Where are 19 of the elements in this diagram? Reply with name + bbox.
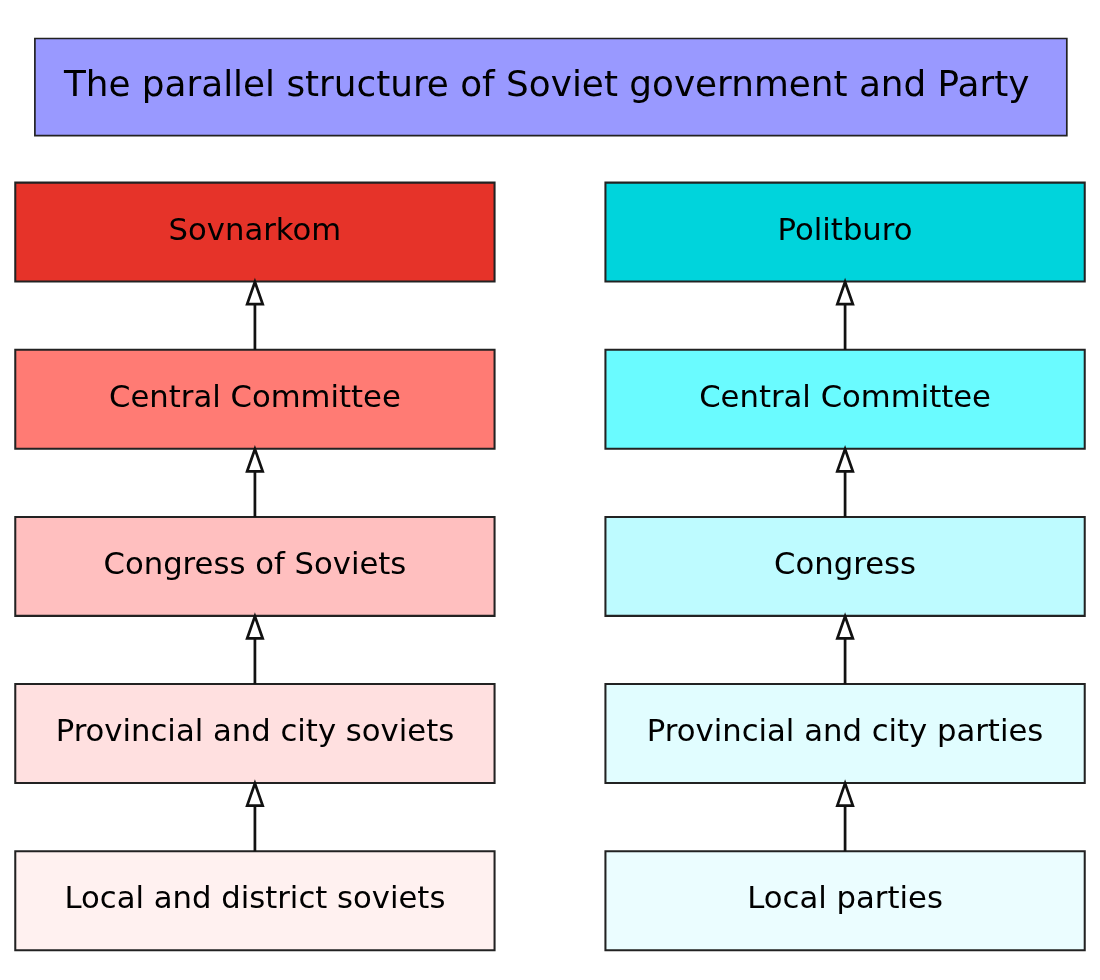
arrow <box>835 611 855 684</box>
arrow <box>835 277 855 350</box>
arrow <box>245 277 265 350</box>
arrow <box>245 611 265 684</box>
node-box: Provincial and city soviets <box>14 682 496 784</box>
node-box: Politburo <box>604 181 1086 283</box>
arrow <box>835 778 855 851</box>
arrow <box>245 444 265 517</box>
arrow <box>245 778 265 851</box>
node-box: Congress <box>604 515 1086 617</box>
node-box: Sovnarkom <box>14 181 496 283</box>
node-box: Central Committee <box>14 348 496 450</box>
arrow <box>835 444 855 517</box>
diagram-title: The parallel structure of Soviet government and Party <box>63 62 1030 104</box>
node-box: Central Committee <box>604 348 1086 450</box>
node-box: Local and district soviets <box>14 849 496 951</box>
node-box: Local parties <box>604 849 1086 951</box>
node-box: Congress of Soviets <box>14 515 496 617</box>
node-box: Provincial and city parties <box>604 682 1086 784</box>
